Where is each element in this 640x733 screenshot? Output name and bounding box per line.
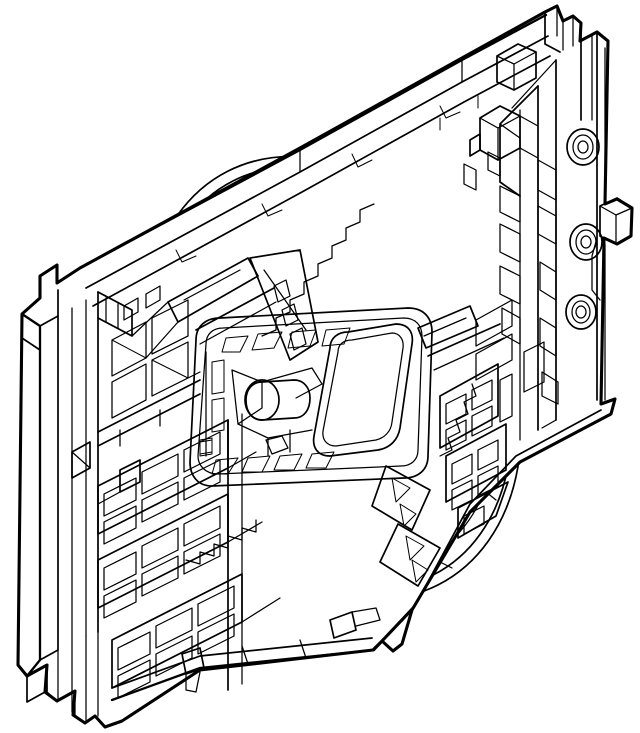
motor-cover xyxy=(312,323,414,457)
grommet-upper xyxy=(566,128,600,166)
blade-serrations xyxy=(185,203,477,565)
grommet-lower xyxy=(565,294,597,330)
left-panel-lattice xyxy=(20,264,201,678)
shroud-frame xyxy=(16,4,634,729)
top-rail xyxy=(78,5,593,307)
shroud-arms xyxy=(167,249,505,587)
lower-foot-secondary xyxy=(329,607,381,639)
motor-frame xyxy=(189,307,433,487)
grommet-middle xyxy=(569,223,603,261)
lower-foot xyxy=(181,647,205,693)
right-rail xyxy=(499,31,633,441)
motor-hub xyxy=(244,379,311,455)
connecting-ribs xyxy=(97,57,557,623)
lower-frame-edge xyxy=(26,607,381,728)
lower-right-edge xyxy=(372,409,613,652)
lower-louver-bank xyxy=(97,413,243,699)
